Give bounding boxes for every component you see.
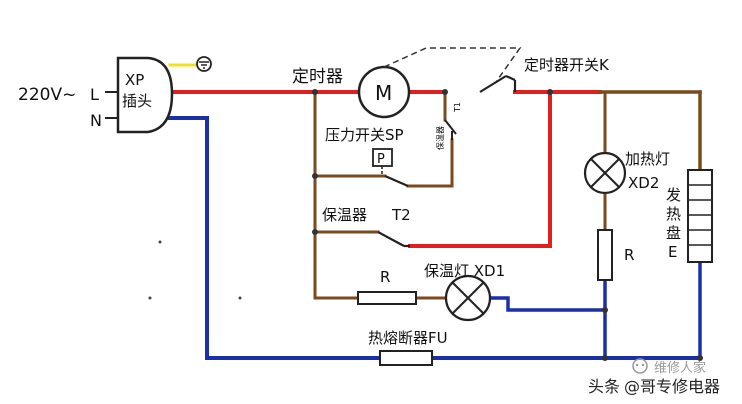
t1-label: T1: [453, 102, 462, 113]
switch-k-contact: [505, 74, 516, 82]
ground-circle: [196, 56, 212, 72]
junction-dot: [312, 229, 318, 235]
thermostat-t1: [444, 119, 457, 140]
pressure-switch-label: 压力开关SP: [325, 126, 404, 144]
resistor-r1: [357, 291, 417, 305]
junction-dot: [312, 89, 318, 95]
pressure-switch-sp: P: [372, 148, 409, 188]
t2-blade: [377, 231, 405, 247]
junction-dot: [697, 355, 703, 361]
fuse-label: 热熔断器FU: [368, 329, 448, 347]
junction-dot: [602, 307, 608, 313]
neutral-wire-main: [168, 116, 382, 360]
labels: 220V~ L N 定时器 定时器开关K T1 保温器 压力开关SP 保温器 T…: [18, 56, 681, 347]
t1-side-label: 保温器: [435, 126, 445, 150]
timer-switch-k: [479, 74, 517, 93]
junction-dots: [312, 89, 703, 361]
plug-xp-label: XP: [125, 71, 144, 89]
junction-dot: [442, 89, 448, 95]
resistor-r2-label: R: [624, 246, 634, 264]
thermostat-t2: [377, 231, 410, 248]
thermal-fuse-fu: [379, 350, 433, 366]
pressure-p-label: P: [377, 152, 385, 167]
heater-label-2: 热: [666, 205, 681, 223]
mechanical-link-dashed: [383, 47, 522, 83]
junction-dot: [312, 173, 318, 179]
keep-warm-lamp-label: 保温灯 XD1: [424, 262, 505, 280]
heating-lamp-xd2: [583, 151, 627, 195]
line-n-label: N: [90, 111, 102, 130]
timer-label: 定时器: [292, 67, 343, 87]
plug-name-label: 插头: [122, 92, 152, 110]
neutral-wire-lamp: [488, 296, 607, 312]
heating-lamp-id-label: XD2: [628, 174, 659, 192]
heater-label-1: 发: [666, 186, 681, 204]
junction-dot: [602, 355, 608, 361]
watermark-source-handle: @哥专修电器: [624, 377, 720, 396]
watermark-faint-text: 维修人家: [654, 360, 706, 376]
watermark-source-prefix: 头条: [588, 377, 620, 396]
branch-wire-sp-out: [406, 138, 454, 188]
t2-label: T2: [391, 206, 411, 224]
heater-plate-e: [687, 169, 713, 263]
t1-blade: [444, 119, 457, 135]
watermark: 维修人家 头条 @哥专修电器: [588, 358, 720, 396]
plug-body: [116, 56, 174, 134]
resistor-r2: [597, 229, 613, 281]
ground-icon: [196, 56, 212, 72]
live-wire-t2-return: [408, 90, 552, 248]
switch-k-blade: [479, 75, 507, 93]
supply-voltage-label: 220V~: [18, 85, 76, 105]
wires: [168, 63, 702, 360]
heater-body: [687, 169, 713, 263]
heating-lamp-label: 加热灯: [625, 150, 670, 168]
keep-warm-lamp-xd1: [444, 274, 492, 322]
heater-label-3: 盘: [666, 224, 681, 242]
junction-dot: [547, 89, 553, 95]
thermostat-t2-label: 保温器: [322, 206, 367, 224]
timer-switch-label: 定时器开关K: [524, 56, 610, 74]
sp-blade: [384, 174, 409, 188]
heater-label-4: E: [668, 243, 677, 261]
resistor-r1-label: R: [380, 268, 390, 286]
watermark-faint-icon: [632, 358, 648, 374]
line-l-label: L: [90, 85, 99, 104]
plug-xp: XP 插头: [105, 56, 174, 134]
motor-label: M: [375, 81, 392, 105]
stray-dots: [148, 240, 242, 300]
timer-motor: M: [357, 65, 411, 119]
